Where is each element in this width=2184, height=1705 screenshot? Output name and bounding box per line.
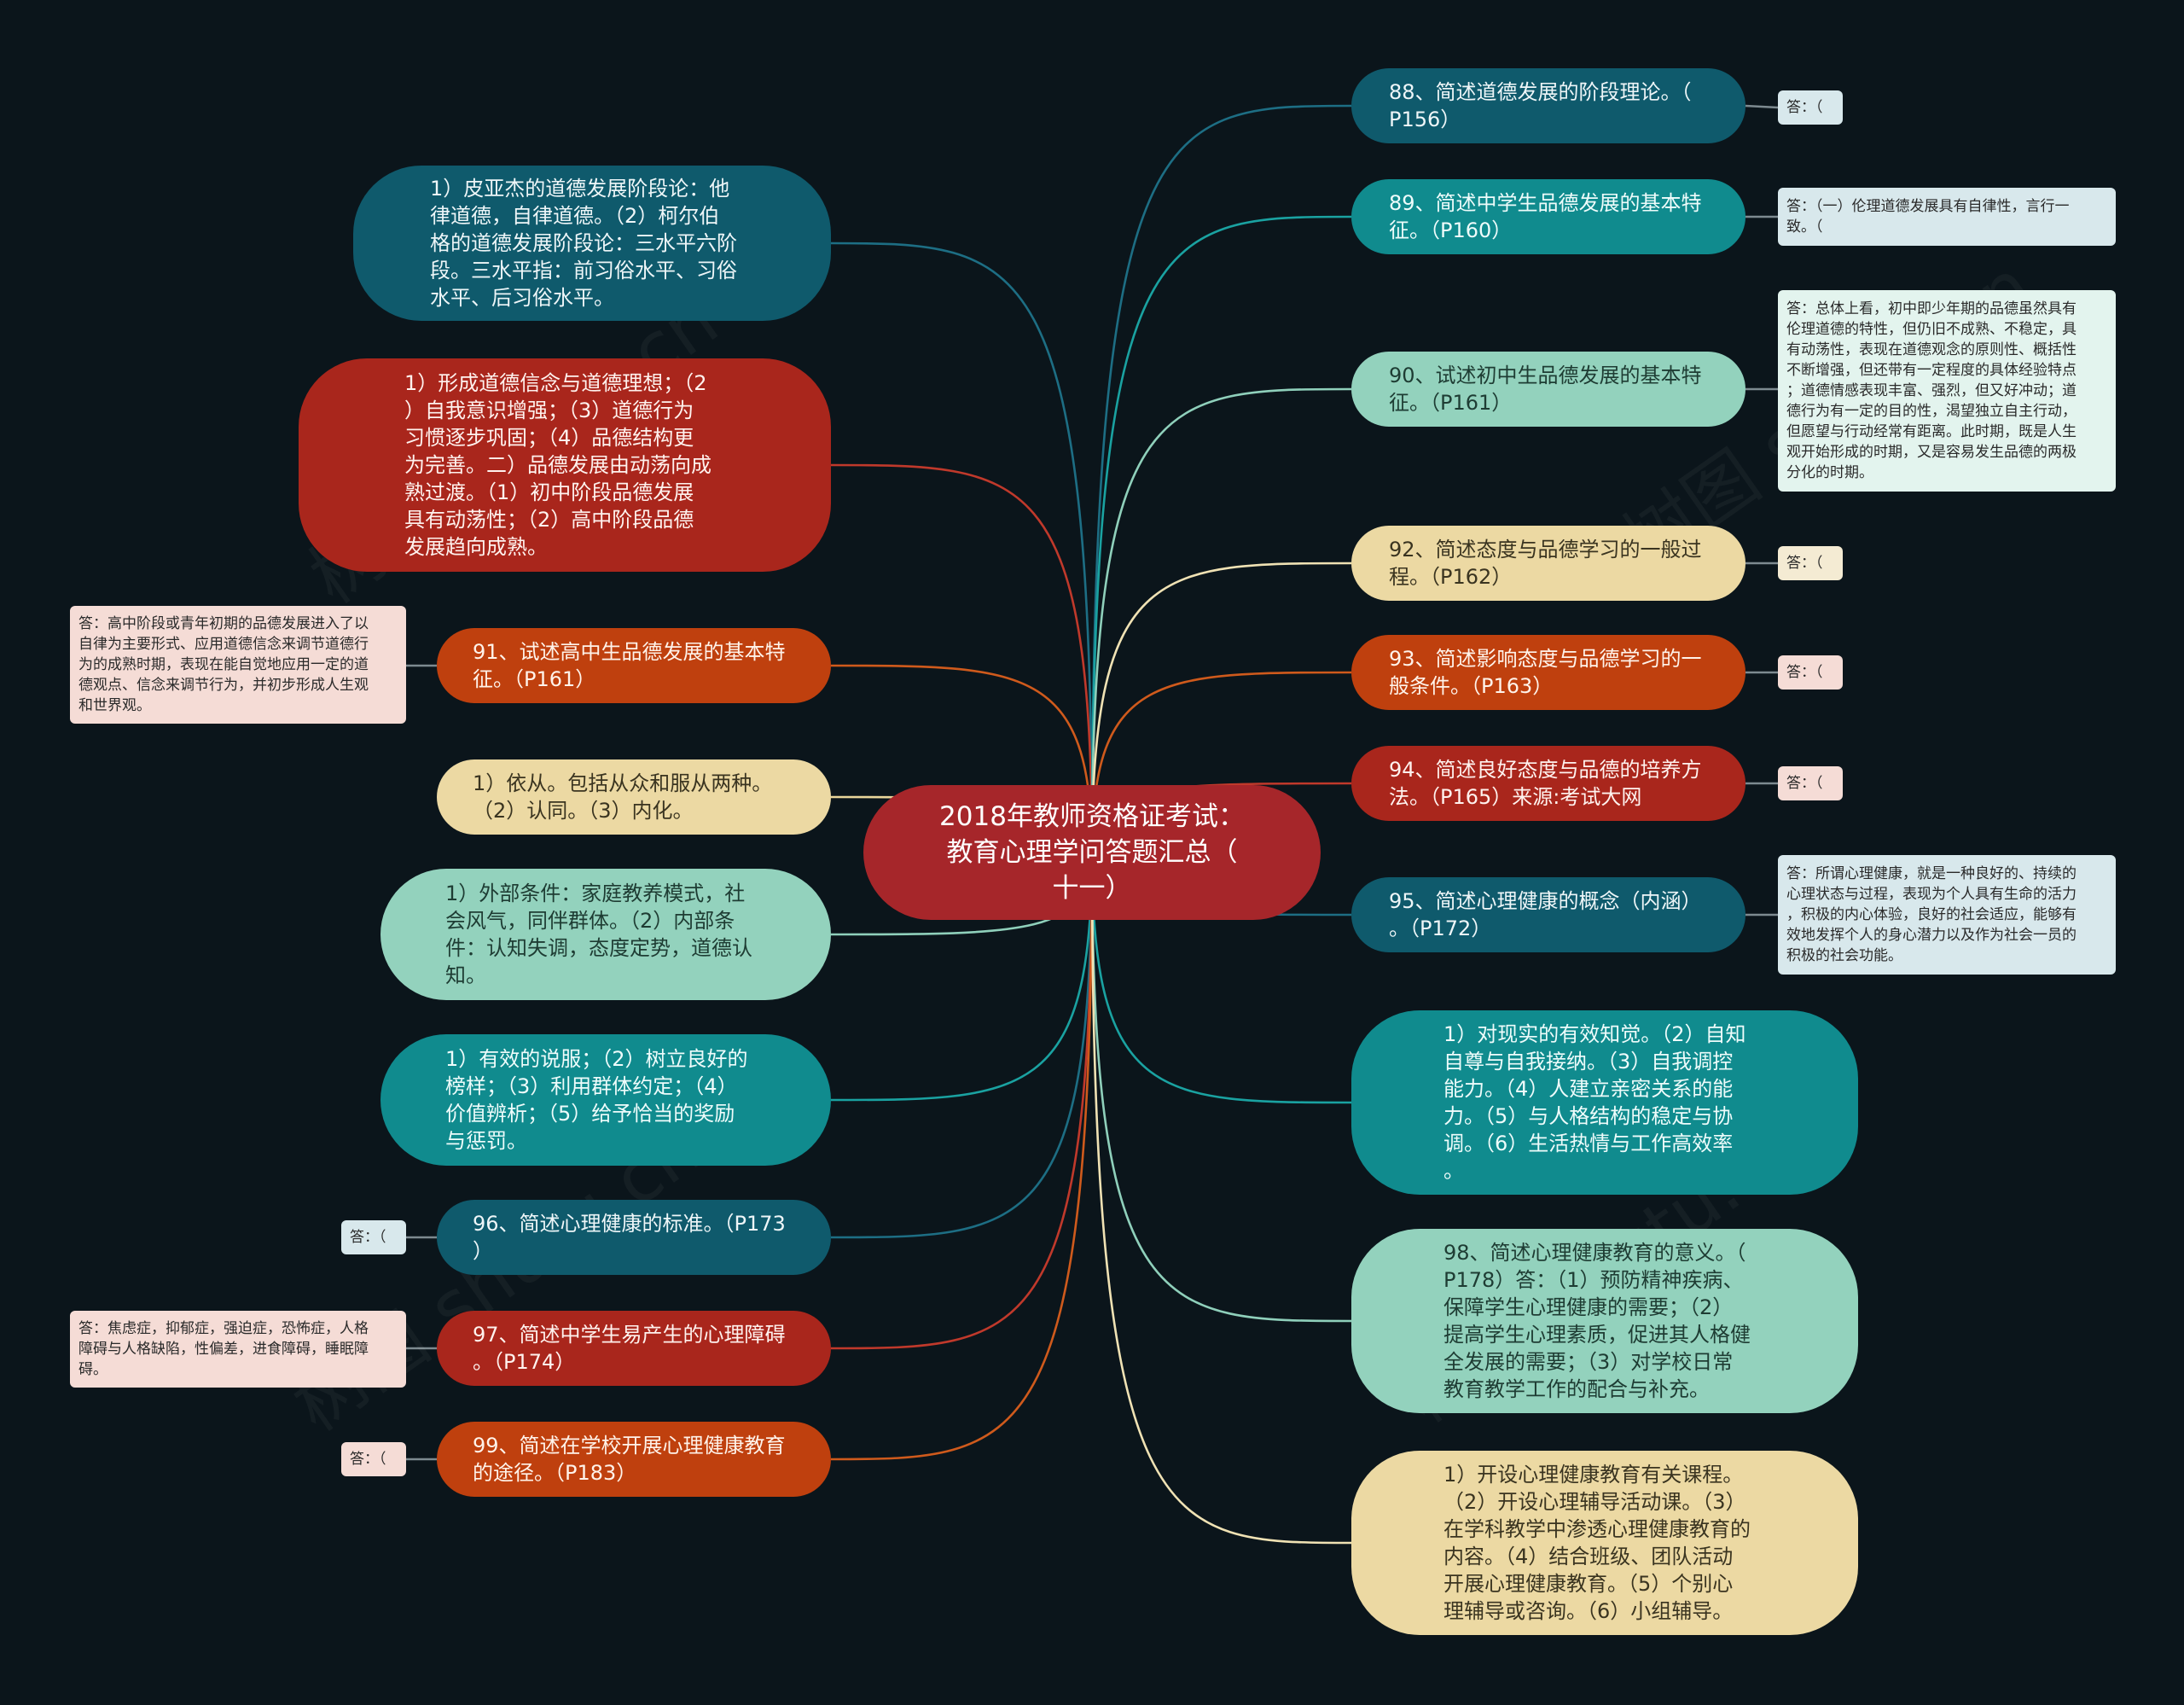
topic-education-approaches-detail[interactable]: 1）开设心理健康教育有关课程。 （2）开设心理辅导活动课。（3） 在学科教学中渗… <box>1351 1451 1858 1635</box>
topic-q88[interactable]: 88、简述道德发展的阶段理论。（ P156） <box>1351 68 1745 143</box>
topic-health-standards-detail[interactable]: 1）对现实的有效知觉。（2）自知 自尊与自我接纳。（3）自我调控 能力。（4）人… <box>1351 1010 1858 1195</box>
topic-q95[interactable]: 95、简述心理健康的概念（内涵） 。（P172） <box>1351 877 1745 952</box>
connector-line <box>1090 104 1352 854</box>
topic-attitude-process-detail[interactable]: 1）依从。包括从众和服从两种。 （2）认同。（3）内化。 <box>437 759 831 835</box>
note-q88: 答：（ <box>1778 90 1843 125</box>
note-q95: 答：所谓心理健康，就是一种良好的、持续的 心理状态与过程，表现为个人具有生命的活… <box>1778 855 2116 975</box>
topic-q89[interactable]: 89、简述中学生品德发展的基本特 征。（P160） <box>1351 179 1745 254</box>
note-connector <box>1745 104 1779 109</box>
connector-line <box>830 852 1094 1350</box>
topic-high-school-features-detail[interactable]: 1）形成道德信念与道德理想；（2 ）自我意识增强；（3）道德行为 习惯逐步巩固；… <box>299 358 831 572</box>
connector-line <box>1090 852 1352 1545</box>
topic-cultivation-methods-detail[interactable]: 1）有效的说服；（2）树立良好的 榜样；（3）利用群体约定；（4） 价值辨析；（… <box>380 1034 831 1166</box>
connector-line <box>830 852 1094 1239</box>
central-topic[interactable]: 2018年教师资格证考试： 教育心理学问答题汇总（ 十一） <box>863 785 1321 920</box>
note-q91: 答：高中阶段或青年初期的品德发展进入了以 自律为主要形式、应用道德信念来调节道德… <box>70 606 406 724</box>
topic-q98[interactable]: 98、简述心理健康教育的意义。（ P178）答：（1）预防精神疾病、 保障学生心… <box>1351 1229 1858 1413</box>
note-q93: 答：（ <box>1778 655 1843 690</box>
connector-line <box>1090 852 1352 1323</box>
connector-line <box>830 852 1094 1461</box>
connector-line <box>1090 562 1352 854</box>
note-q92: 答：（ <box>1778 546 1843 580</box>
note-q90: 答：总体上看，初中即少年期的品德虽然具有 伦理道德的特性，但仍旧不成熟、不稳定，… <box>1778 290 2116 492</box>
note-q96: 答：（ <box>341 1220 406 1254</box>
topic-q94[interactable]: 94、简述良好态度与品德的培养方 法。（P165）来源:考试大网 <box>1351 746 1745 821</box>
topic-q97[interactable]: 97、简述中学生易产生的心理障碍 。（P174） <box>437 1311 831 1386</box>
topic-q92[interactable]: 92、简述态度与品德学习的一般过 程。（P162） <box>1351 526 1745 601</box>
topic-q91[interactable]: 91、试述高中生品德发展的基本特 征。（P161） <box>437 628 831 703</box>
note-q97: 答：焦虑症，抑郁症，强迫症，恐怖症，人格 障碍与人格缺陷，性偏差，进食障碍，睡眠… <box>70 1311 406 1388</box>
connector-line <box>1090 852 1352 1104</box>
topic-attitude-conditions-detail[interactable]: 1）外部条件：家庭教养模式，社 会风气，同伴群体。（2）内部条 件：认知失调，态… <box>380 869 831 1000</box>
connector-line <box>1090 387 1352 854</box>
connector-line <box>1090 215 1352 854</box>
topic-q96[interactable]: 96、简述心理健康的标准。（P173 ） <box>437 1200 831 1275</box>
topic-q99[interactable]: 99、简述在学校开展心理健康教育 的途径。（P183） <box>437 1422 831 1497</box>
note-q94: 答：（ <box>1778 766 1843 800</box>
topic-q93[interactable]: 93、简述影响态度与品德学习的一 般条件。（P163） <box>1351 635 1745 710</box>
topic-moral-development-theory[interactable]: 1）皮亚杰的道德发展阶段论：他 律道德，自律道德。（2）柯尔伯 格的道德发展阶段… <box>353 166 831 321</box>
connector-line <box>830 852 1094 1102</box>
connector-line <box>830 241 1094 854</box>
connector-line <box>830 463 1094 854</box>
topic-q90[interactable]: 90、试述初中生品德发展的基本特 征。（P161） <box>1351 352 1745 427</box>
note-q99: 答：（ <box>341 1442 406 1476</box>
note-q89: 答：（一）伦理道德发展具有自律性，言行一 致。（ <box>1778 188 2116 246</box>
